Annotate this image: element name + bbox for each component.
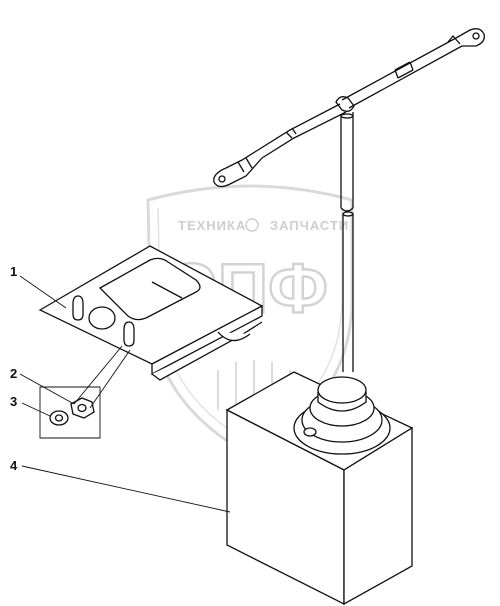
leader-2-bracket (73, 345, 123, 405)
hardware-group (39, 386, 101, 439)
leader-2 (19, 373, 75, 405)
callout-2: 2 (10, 366, 17, 381)
callout-3: 3 (10, 394, 17, 409)
watermark-text-left: ТЕХНИКА (178, 218, 246, 233)
watermark-text-right: ЗАПЧАСТИ (270, 218, 349, 233)
callout-4: 4 (10, 458, 18, 473)
leader-lines (19, 275, 231, 513)
leader-2b (89, 349, 131, 409)
cable-assembly (213, 28, 485, 372)
bracket (38, 245, 264, 381)
leader-4 (21, 465, 231, 513)
callout-1: 1 (10, 264, 17, 279)
leader-3 (21, 402, 51, 417)
watermark-gear-icon (245, 218, 259, 232)
leader-1 (19, 275, 67, 309)
housing-box (225, 371, 414, 606)
